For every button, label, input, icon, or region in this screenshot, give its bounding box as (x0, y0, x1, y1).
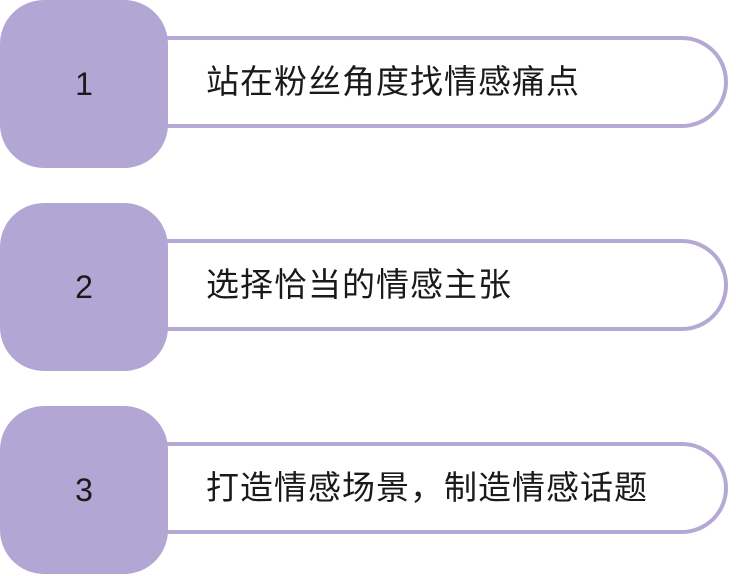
step-2: 选择恰当的情感主张 2 (0, 203, 736, 373)
step-text: 站在粉丝角度找情感痛点 (206, 62, 580, 101)
step-number: 2 (75, 269, 93, 305)
step-number: 3 (75, 472, 93, 508)
step-number-box: 1 (0, 0, 168, 168)
step-1: 站在粉丝角度找情感痛点 1 (0, 0, 736, 170)
step-number-box: 3 (0, 406, 168, 574)
step-text-box: 选择恰当的情感主张 (128, 239, 728, 331)
step-text: 选择恰当的情感主张 (206, 265, 512, 304)
step-text: 打造情感场景，制造情感话题 (206, 468, 648, 507)
step-3: 打造情感场景，制造情感话题 3 (0, 406, 736, 576)
step-text-box: 打造情感场景，制造情感话题 (128, 442, 728, 534)
step-text-box: 站在粉丝角度找情感痛点 (128, 36, 728, 128)
step-number: 1 (75, 66, 93, 102)
step-number-box: 2 (0, 203, 168, 371)
